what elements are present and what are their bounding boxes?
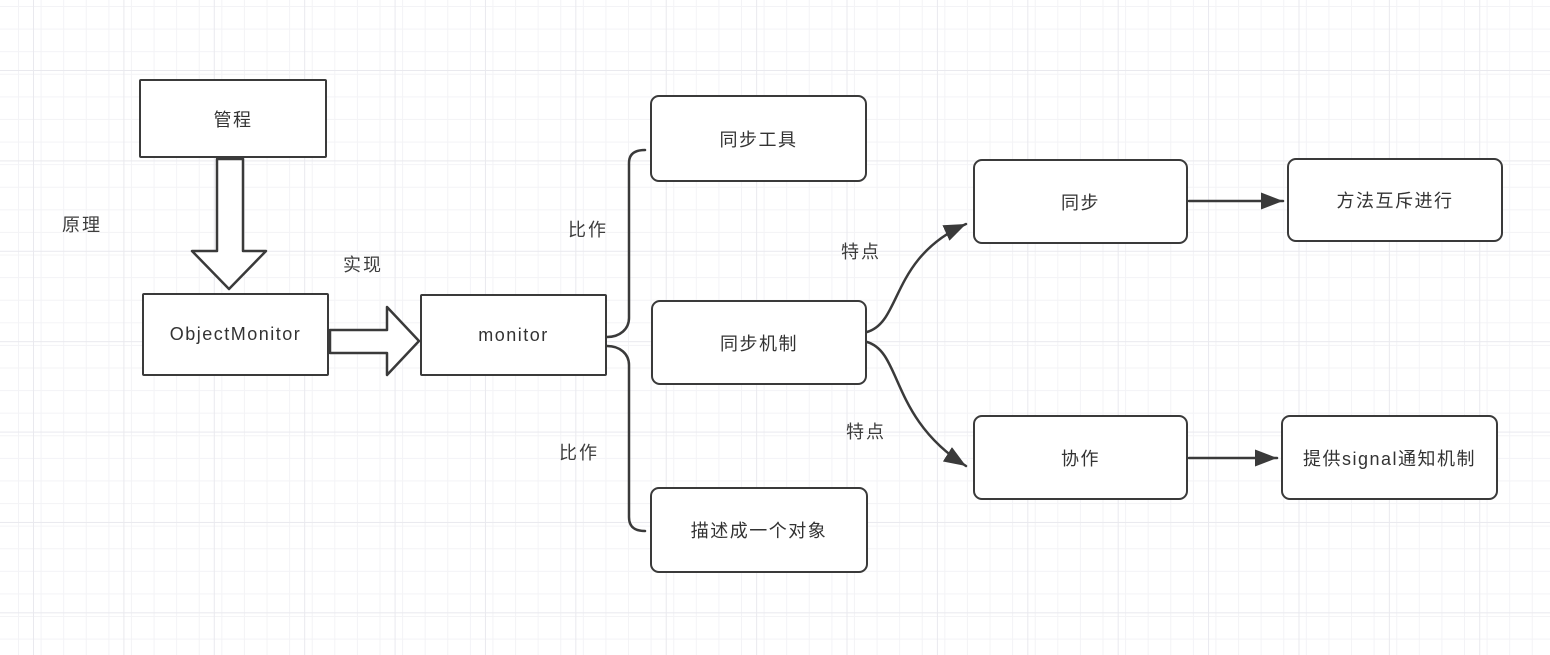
edge-label-feature-top[interactable]: 特点: [841, 242, 881, 262]
node-sync[interactable]: 同步: [973, 159, 1188, 244]
node-object-monitor[interactable]: ObjectMonitor: [142, 293, 329, 376]
node-method-mutex[interactable]: 方法互斥进行: [1287, 158, 1503, 242]
node-describe-object[interactable]: 描述成一个对象: [650, 487, 868, 573]
node-signal-notify[interactable]: 提供signal通知机制: [1281, 415, 1498, 500]
edge-syncmechanism-cooperation[interactable]: [865, 340, 968, 468]
edge-monitor-synctool[interactable]: [605, 148, 647, 339]
edge-label-feature-bottom[interactable]: 特点: [846, 422, 886, 442]
edge-label-principle[interactable]: 原理: [62, 215, 102, 235]
node-guancheng[interactable]: 管程: [139, 79, 327, 158]
edge-label-implement[interactable]: 实现: [343, 255, 383, 275]
node-sync-tool[interactable]: 同步工具: [650, 95, 867, 182]
block-arrow-objectmonitor-monitor[interactable]: [328, 305, 421, 377]
node-cooperation[interactable]: 协作: [973, 415, 1188, 500]
node-monitor[interactable]: monitor: [420, 294, 607, 376]
edge-monitor-describeobject[interactable]: [605, 344, 647, 533]
edge-syncmechanism-sync[interactable]: [865, 222, 968, 334]
block-arrow-guancheng-objectmonitor[interactable]: [190, 157, 268, 291]
edge-label-compare-bottom[interactable]: 比作: [559, 443, 599, 463]
node-sync-mechanism[interactable]: 同步机制: [651, 300, 867, 385]
edge-label-compare-top[interactable]: 比作: [568, 220, 608, 240]
